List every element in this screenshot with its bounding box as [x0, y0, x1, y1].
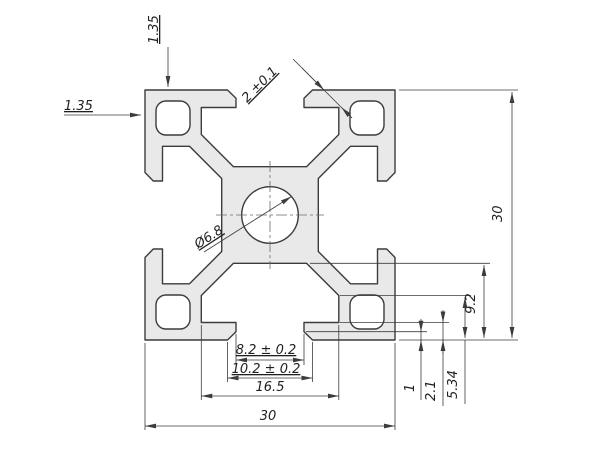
- dim-chamfer-depth: 1: [403, 319, 424, 400]
- corner-hole-bottom-right: [349, 294, 385, 330]
- dim-label-lip-depth: 2.1: [424, 380, 439, 401]
- dim-slot-depth: 9.2: [464, 265, 487, 338]
- dim-slot-opening-outer: 10.2 ± 0.2: [227, 362, 313, 381]
- dim-wall-top: 1.35: [147, 15, 171, 87]
- dim-label-overall-width: 30: [260, 409, 277, 424]
- dim-label-cavity-side: 5.34: [446, 370, 461, 399]
- corner-hole-bottom-left: [155, 294, 191, 330]
- dim-label-center-hole: Ø6.8: [191, 223, 226, 253]
- corner-hole-top-right: [349, 100, 385, 136]
- dim-wall-left: 1.35: [64, 99, 141, 118]
- dim-label-wall-left: 1.35: [64, 99, 93, 114]
- dim-label-overall-height: 30: [491, 205, 506, 222]
- dim-slot-opening: 8.2 ± 0.2: [236, 343, 304, 363]
- dim-label-slot-depth: 9.2: [464, 293, 479, 314]
- dim-label-slot-lip: 2 ±0.1: [239, 64, 281, 106]
- dim-label-slot-opening: 8.2 ± 0.2: [236, 343, 297, 358]
- dim-label-chamfer-depth: 1: [403, 384, 418, 392]
- dim-overall-height: 30: [491, 92, 515, 338]
- dim-label-cavity-width: 16.5: [256, 380, 285, 395]
- dim-lip-depth: 2.1: [424, 310, 446, 406]
- dim-cavity-side: 5.34: [446, 297, 468, 404]
- corner-hole-top-left: [155, 100, 191, 136]
- dim-overall-width: 30: [145, 409, 395, 429]
- dim-slot-lip: 2 ±0.1: [239, 58, 353, 119]
- dim-cavity-width: 16.5: [201, 380, 339, 399]
- extension-lines: [144, 89, 518, 430]
- dim-label-slot-opening-outer: 10.2 ± 0.2: [232, 362, 301, 377]
- dim-label-wall-top: 1.35: [147, 15, 162, 44]
